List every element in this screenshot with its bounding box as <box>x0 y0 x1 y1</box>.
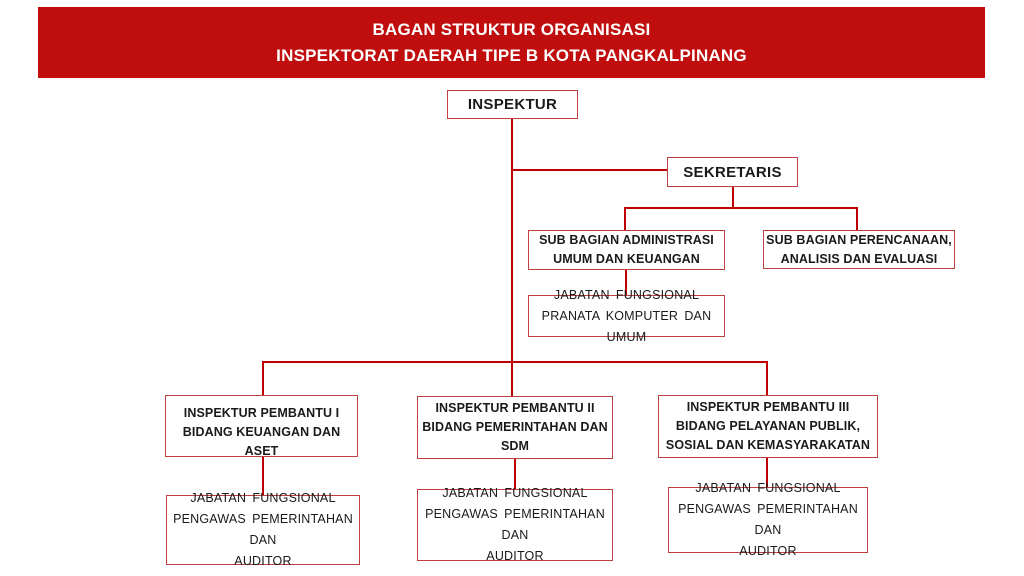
node-label-line1: INSPEKTUR PEMBANTU III <box>686 400 850 414</box>
connector-administrasi-jf-pranata <box>625 270 627 296</box>
node-label-line2: ANALISIS DAN EVALUASI <box>780 251 938 266</box>
connector-drop-pembantu-1 <box>262 361 264 396</box>
node-label-line3: SOSIAL DAN KEMASYARAKATAN <box>665 438 871 452</box>
node-sekretaris: SEKRETARIS <box>667 157 798 187</box>
node-label-line2: PENGAWAS PEMERINTAHAN DAN <box>173 512 353 547</box>
node-inspektur-pembantu-3: INSPEKTUR PEMBANTU III BIDANG PELAYANAN … <box>658 395 878 458</box>
chart-title-banner: BAGAN STRUKTUR ORGANISASI INSPEKTORAT DA… <box>38 7 985 78</box>
node-label-line1: JABATAN FUNGSIONAL <box>695 481 841 495</box>
node-label: SEKRETARIS <box>683 163 782 181</box>
node-jabatan-fungsional-pengawas-1: JABATAN FUNGSIONAL PENGAWAS PEMERINTAHAN… <box>166 491 360 568</box>
node-sub-bagian-administrasi: SUB BAGIAN ADMINISTRASI UMUM DAN KEUANGA… <box>528 230 725 270</box>
node-label-line1: JABATAN FUNGSIONAL <box>190 491 336 505</box>
connector-inspektur-main-vertical <box>511 119 513 396</box>
connector-pembantu-rail <box>262 361 768 363</box>
connector-pembantu2-jf2 <box>514 459 516 490</box>
node-inspektur-pembantu-2: INSPEKTUR PEMBANTU II BIDANG PEMERINTAHA… <box>417 396 613 459</box>
connector-drop-pembantu-3 <box>766 361 768 396</box>
connector-inspektur-sekretaris <box>511 169 668 171</box>
node-label-line1: SUB BAGIAN ADMINISTRASI <box>539 233 714 247</box>
node-label-line3: SDM <box>500 439 530 453</box>
node-label-line2: UMUM DAN KEUANGAN <box>553 252 700 266</box>
connector-subbagian-rail <box>624 207 858 209</box>
node-label: INSPEKTUR <box>467 96 558 113</box>
node-label-line3: AUDITOR <box>739 544 797 558</box>
connector-drop-sub-administrasi <box>624 207 626 231</box>
connector-pembantu3-jf3 <box>766 458 768 488</box>
node-label-line1: JABATAN FUNGSIONAL <box>442 486 588 500</box>
node-label-line2: BIDANG KEUANGAN DAN ASET <box>182 425 341 458</box>
connector-sekretaris-down <box>732 186 734 209</box>
node-jabatan-fungsional-pengawas-3: JABATAN FUNGSIONAL PENGAWAS PEMERINTAHAN… <box>668 481 868 558</box>
node-inspektur-pembantu-1: INSPEKTUR PEMBANTU I BIDANG KEUANGAN DAN… <box>165 395 358 458</box>
node-jabatan-fungsional-pranata: JABATAN FUNGSIONAL PRANATA KOMPUTER DAN … <box>528 288 725 344</box>
connector-drop-sub-perencanaan <box>856 207 858 231</box>
node-label-line2: BIDANG PEMERINTAHAN DAN <box>422 420 608 434</box>
node-label-line2: PRANATA KOMPUTER DAN UMUM <box>541 308 712 344</box>
node-sub-bagian-perencanaan: SUB BAGIAN PERENCANAAN, ANALISIS DAN EVA… <box>763 230 955 269</box>
node-label-line1: SUB BAGIAN PERENCANAAN, <box>766 232 952 247</box>
chart-title-line2: INSPEKTORAT DAERAH TIPE B KOTA PANGKALPI… <box>276 45 747 65</box>
node-label-line2: PENGAWAS PEMERINTAHAN DAN <box>678 502 858 537</box>
chart-title-line1: BAGAN STRUKTUR ORGANISASI <box>372 19 651 39</box>
connector-pembantu1-jf1 <box>262 457 264 496</box>
node-label-line1: INSPEKTUR PEMBANTU II <box>435 401 595 415</box>
node-label-line2: PENGAWAS PEMERINTAHAN DAN <box>425 507 605 542</box>
node-label-line3: AUDITOR <box>486 549 544 563</box>
node-label-line1: JABATAN FUNGSIONAL <box>553 287 700 302</box>
node-label-line2: BIDANG PELAYANAN PUBLIK, <box>675 419 861 433</box>
node-label-line3: AUDITOR <box>234 554 292 568</box>
node-inspektur: INSPEKTUR <box>447 90 578 119</box>
node-jabatan-fungsional-pengawas-2: JABATAN FUNGSIONAL PENGAWAS PEMERINTAHAN… <box>417 486 613 563</box>
node-label-line1: INSPEKTUR PEMBANTU I <box>183 406 340 420</box>
